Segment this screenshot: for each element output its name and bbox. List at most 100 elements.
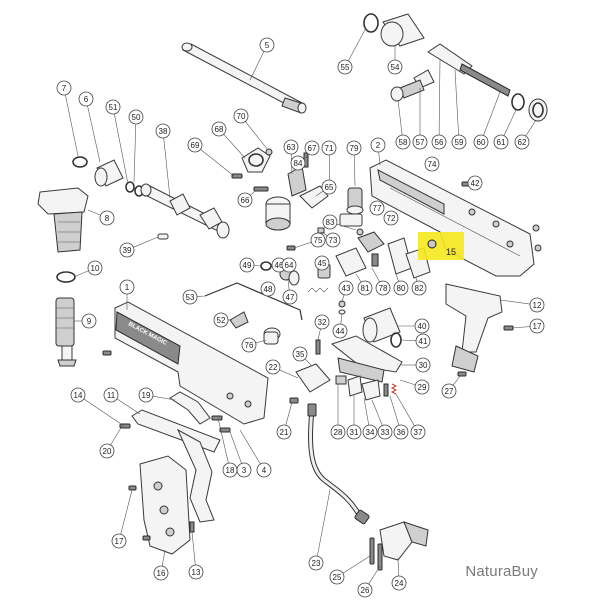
callout-1: 1 xyxy=(119,279,135,295)
callout-39: 39 xyxy=(119,242,135,258)
callout-number: 23 xyxy=(312,559,321,568)
callout-circle xyxy=(391,575,407,591)
callout-circle xyxy=(56,80,72,96)
callout-number: 12 xyxy=(533,301,542,310)
callout-71: 71 xyxy=(321,140,337,156)
ring-49-part xyxy=(260,261,272,271)
callout-number: 6 xyxy=(84,95,89,104)
parts-layer: BLACK MAGIC xyxy=(37,13,548,571)
battery-part xyxy=(362,307,401,343)
callout-32: 32 xyxy=(314,314,330,330)
callout-number: 29 xyxy=(418,383,427,392)
callout-11: 11 xyxy=(103,387,119,403)
callout-13: 13 xyxy=(188,564,204,580)
callout-number: 52 xyxy=(217,316,226,325)
callout-64: 64 xyxy=(281,257,297,273)
callout-number: 11 xyxy=(107,391,116,400)
callout-circle xyxy=(70,387,86,403)
right-body-part xyxy=(369,159,535,277)
callout-14: 14 xyxy=(70,387,86,403)
callout-number: 55 xyxy=(341,63,350,72)
leader-line-12 xyxy=(499,299,531,305)
callout-circle xyxy=(411,280,427,296)
callout-circle xyxy=(81,313,97,329)
pin-83-part xyxy=(356,228,364,236)
callout-circle xyxy=(119,279,135,295)
callout-circle xyxy=(383,210,399,226)
callout-30: 30 xyxy=(415,357,431,373)
callout-number: 84 xyxy=(294,159,303,168)
callout-12: 12 xyxy=(529,297,545,313)
leader-line-36 xyxy=(389,395,400,426)
callout-number: 14 xyxy=(74,391,83,400)
callout-68: 68 xyxy=(211,121,227,137)
screw-3-part xyxy=(219,427,231,433)
leader-line-8 xyxy=(87,209,101,216)
leader-line-11 xyxy=(116,398,141,415)
leader-line-78 xyxy=(371,267,380,283)
callout-circle xyxy=(370,137,386,153)
callout-circle xyxy=(241,337,257,353)
callout-51: 51 xyxy=(105,99,121,115)
callout-number: 66 xyxy=(241,196,250,205)
callout-27: 27 xyxy=(441,383,457,399)
callout-22: 22 xyxy=(265,359,281,375)
leader-line-58 xyxy=(397,99,403,136)
callout-number: 76 xyxy=(245,341,254,350)
bottle-adapter-part xyxy=(55,297,77,367)
callout-67: 67 xyxy=(304,140,320,156)
callout-number: 2 xyxy=(376,141,381,150)
callout-34: 34 xyxy=(362,424,378,440)
callout-circle xyxy=(308,555,324,571)
bumper-part xyxy=(528,98,548,122)
callout-23: 23 xyxy=(308,555,324,571)
callout-circle xyxy=(424,156,440,172)
callout-40: 40 xyxy=(414,318,430,334)
leader-line-7 xyxy=(65,94,79,157)
callout-33: 33 xyxy=(377,424,393,440)
leader-line-53 xyxy=(196,295,206,297)
callout-number: 10 xyxy=(91,264,100,273)
callout-35: 35 xyxy=(292,346,308,362)
callout-number: 59 xyxy=(455,138,464,147)
leader-line-69 xyxy=(200,149,235,177)
callout-60: 60 xyxy=(473,134,489,150)
leader-line-49 xyxy=(253,265,262,267)
callout-circle xyxy=(322,214,338,230)
leader-lines xyxy=(65,27,537,585)
circuit-board-part xyxy=(330,335,403,383)
callout-number: 61 xyxy=(497,138,506,147)
callout-number: 31 xyxy=(350,428,359,437)
callout-20: 20 xyxy=(99,443,115,459)
leader-line-55 xyxy=(348,27,367,61)
callout-79: 79 xyxy=(346,140,362,156)
callout-75: 75 xyxy=(310,232,326,248)
leader-line-2 xyxy=(378,151,381,166)
callout-circle xyxy=(395,134,411,150)
callout-65: 65 xyxy=(321,179,337,195)
callout-circle xyxy=(237,192,253,208)
callout-74: 74 xyxy=(424,156,440,172)
pin-32-part xyxy=(315,339,321,355)
callout-number: 45 xyxy=(318,259,327,268)
callout-number: 73 xyxy=(329,236,338,245)
callout-55: 55 xyxy=(337,59,353,75)
screw-right-a-part xyxy=(532,224,540,232)
callout-number: 3 xyxy=(242,466,247,475)
callout-80: 80 xyxy=(393,280,409,296)
leader-line-76 xyxy=(255,339,267,344)
screw-part xyxy=(102,350,112,356)
callout-number: 8 xyxy=(105,214,110,223)
leader-line-39 xyxy=(133,236,159,248)
callout-number: 7 xyxy=(62,84,67,93)
leader-line-60 xyxy=(483,91,501,136)
trigger-assembly-part xyxy=(289,363,398,404)
callout-circle xyxy=(314,314,330,330)
callout-circle xyxy=(310,232,326,248)
leader-line-65 xyxy=(315,190,324,197)
callout-number: 36 xyxy=(397,428,406,437)
callout-number: 65 xyxy=(325,183,334,192)
leader-line-82 xyxy=(415,277,418,282)
callout-number: 67 xyxy=(308,144,317,153)
